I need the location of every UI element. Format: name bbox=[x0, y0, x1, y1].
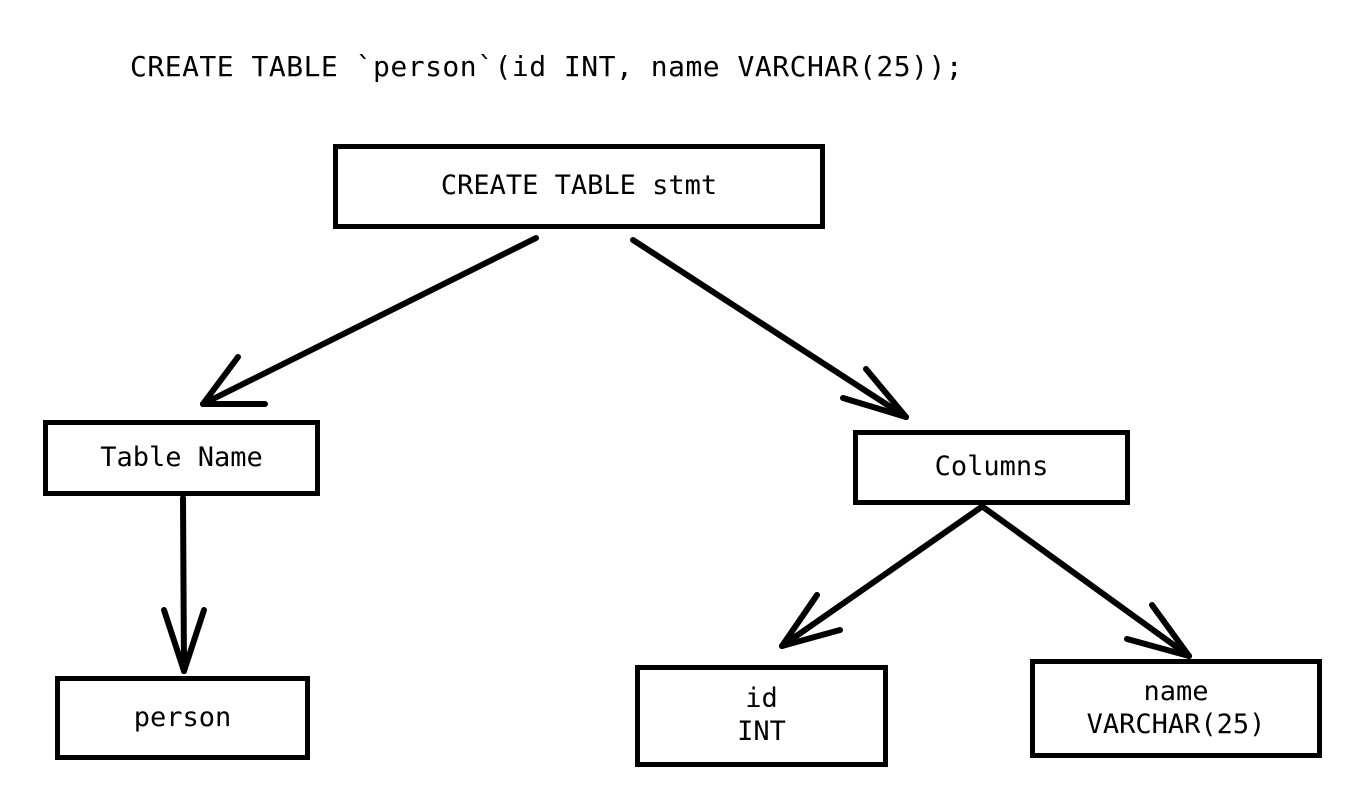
node-column-id[interactable]: id INT bbox=[635, 665, 888, 767]
node-column-name-type: VARCHAR(25) bbox=[1086, 708, 1266, 740]
node-person[interactable]: person bbox=[55, 676, 310, 760]
node-table-name[interactable]: Table Name bbox=[43, 420, 320, 496]
sql-statement-caption: CREATE TABLE `person`(id INT, name VARCH… bbox=[130, 50, 964, 83]
node-column-id-name: id bbox=[745, 683, 778, 715]
node-person-label: person bbox=[133, 701, 232, 733]
node-column-id-type: INT bbox=[737, 716, 786, 747]
node-columns[interactable]: Columns bbox=[853, 430, 1130, 505]
edge-columns-to-name bbox=[980, 504, 1192, 659]
node-create-table-stmt[interactable]: CREATE TABLE stmt bbox=[333, 144, 825, 229]
edge-root-to-table-name bbox=[200, 235, 539, 407]
node-table-name-label: Table Name bbox=[100, 441, 263, 473]
edge-table-name-to-person bbox=[161, 495, 207, 674]
edge-columns-to-id bbox=[779, 505, 983, 649]
node-create-table-stmt-label: CREATE TABLE stmt bbox=[440, 170, 718, 202]
node-column-name-name: name bbox=[1143, 675, 1209, 707]
edge-root-to-columns bbox=[630, 237, 909, 420]
node-columns-label: Columns bbox=[934, 451, 1049, 483]
node-column-name[interactable]: name VARCHAR(25) bbox=[1030, 659, 1322, 758]
